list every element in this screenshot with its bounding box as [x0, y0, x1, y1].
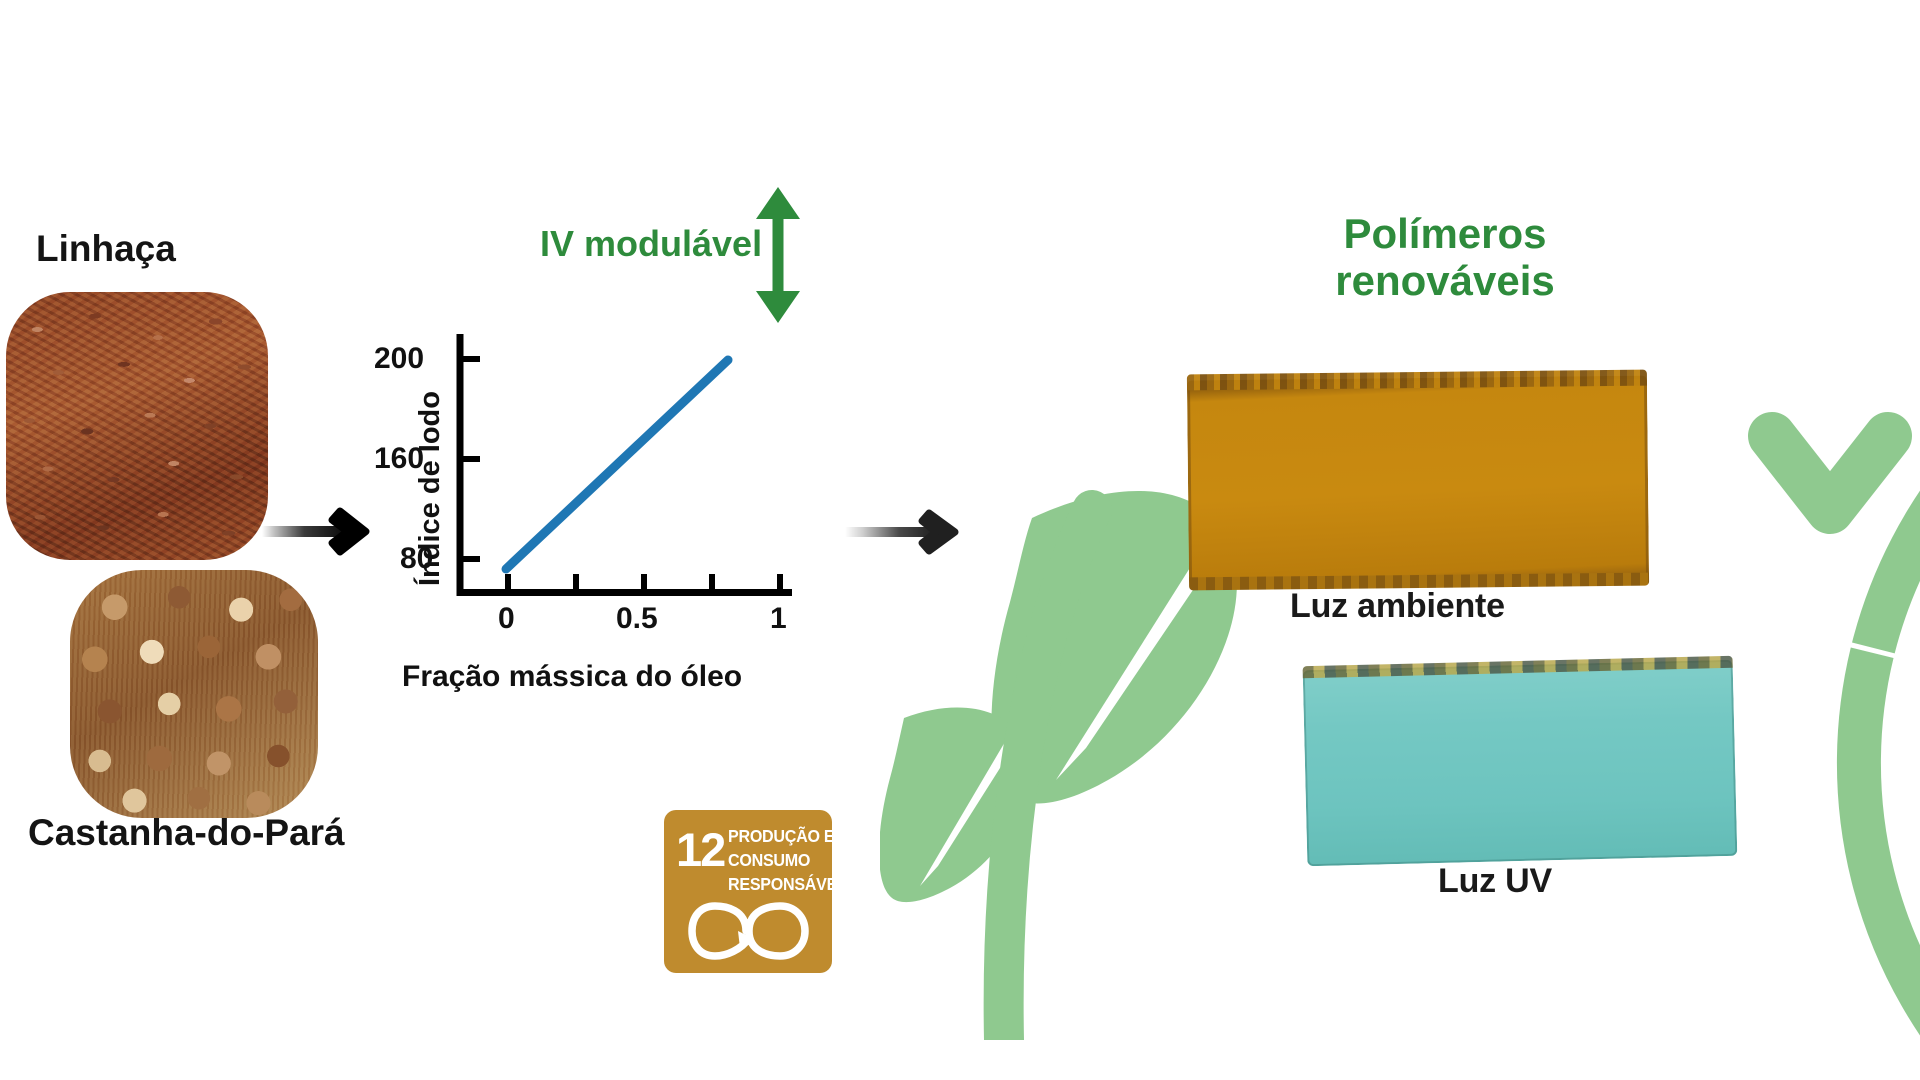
infinity-loop-arrow-icon [688, 902, 809, 960]
iodine-value-chart: Índice de Iodo 200 160 80 0 0.5 1 Fração… [374, 330, 860, 730]
chart-x-tick-1: 1 [770, 602, 787, 635]
renewable-cycle-panel [880, 80, 1920, 1040]
chart-x-axis-label: Fração mássica do óleo [402, 660, 743, 693]
chart-y-tick-80: 80 [400, 542, 434, 575]
sdg-text-line-2: CONSUMO [728, 850, 811, 870]
sdg-text-line-1: PRODUÇÃO E [728, 826, 832, 846]
chart-x-tick-0-5: 0.5 [616, 602, 658, 635]
page-title-line-1: Polímeros [1343, 210, 1547, 257]
flaxseed-photo [6, 292, 268, 560]
sample-label-luz-ambiente: Luz ambiente [1290, 587, 1505, 625]
brazil-nut-photo [70, 570, 318, 818]
chart-y-tick-200: 200 [374, 342, 425, 375]
chart-x-tick-0: 0 [498, 602, 515, 635]
sdg-12-badge: 12 PRODUÇÃO E CONSUMO RESPONSÁVEIS [664, 810, 832, 973]
iv-modulavel-label: IV modulável [540, 223, 763, 264]
amber-polymer-slab [1186, 375, 1650, 586]
sdg-text-line-3: RESPONSÁVEIS [728, 874, 832, 894]
chart-series-line [501, 355, 733, 574]
feedstock-label-castanha-do-para: Castanha-do-Pará [28, 812, 345, 853]
chart-y-tick-160: 160 [374, 442, 425, 475]
sdg-number: 12 [676, 823, 726, 876]
circular-arrow-icon [880, 275, 1920, 1040]
feedstock-label-linhaca: Linhaça [36, 228, 176, 269]
page-title-line-2: renováveis [1335, 257, 1555, 305]
chart-svg [456, 334, 792, 596]
arrow-right-icon-1 [262, 498, 384, 566]
page-title-polimeros-renovaveis: Polímeros renováveis [1275, 210, 1615, 304]
double-headed-vertical-arrow-icon [756, 187, 800, 323]
cyan-polymer-slab [1302, 659, 1738, 867]
sample-label-luz-uv: Luz UV [1438, 862, 1553, 900]
arrow-right-icon-2 [845, 498, 975, 566]
